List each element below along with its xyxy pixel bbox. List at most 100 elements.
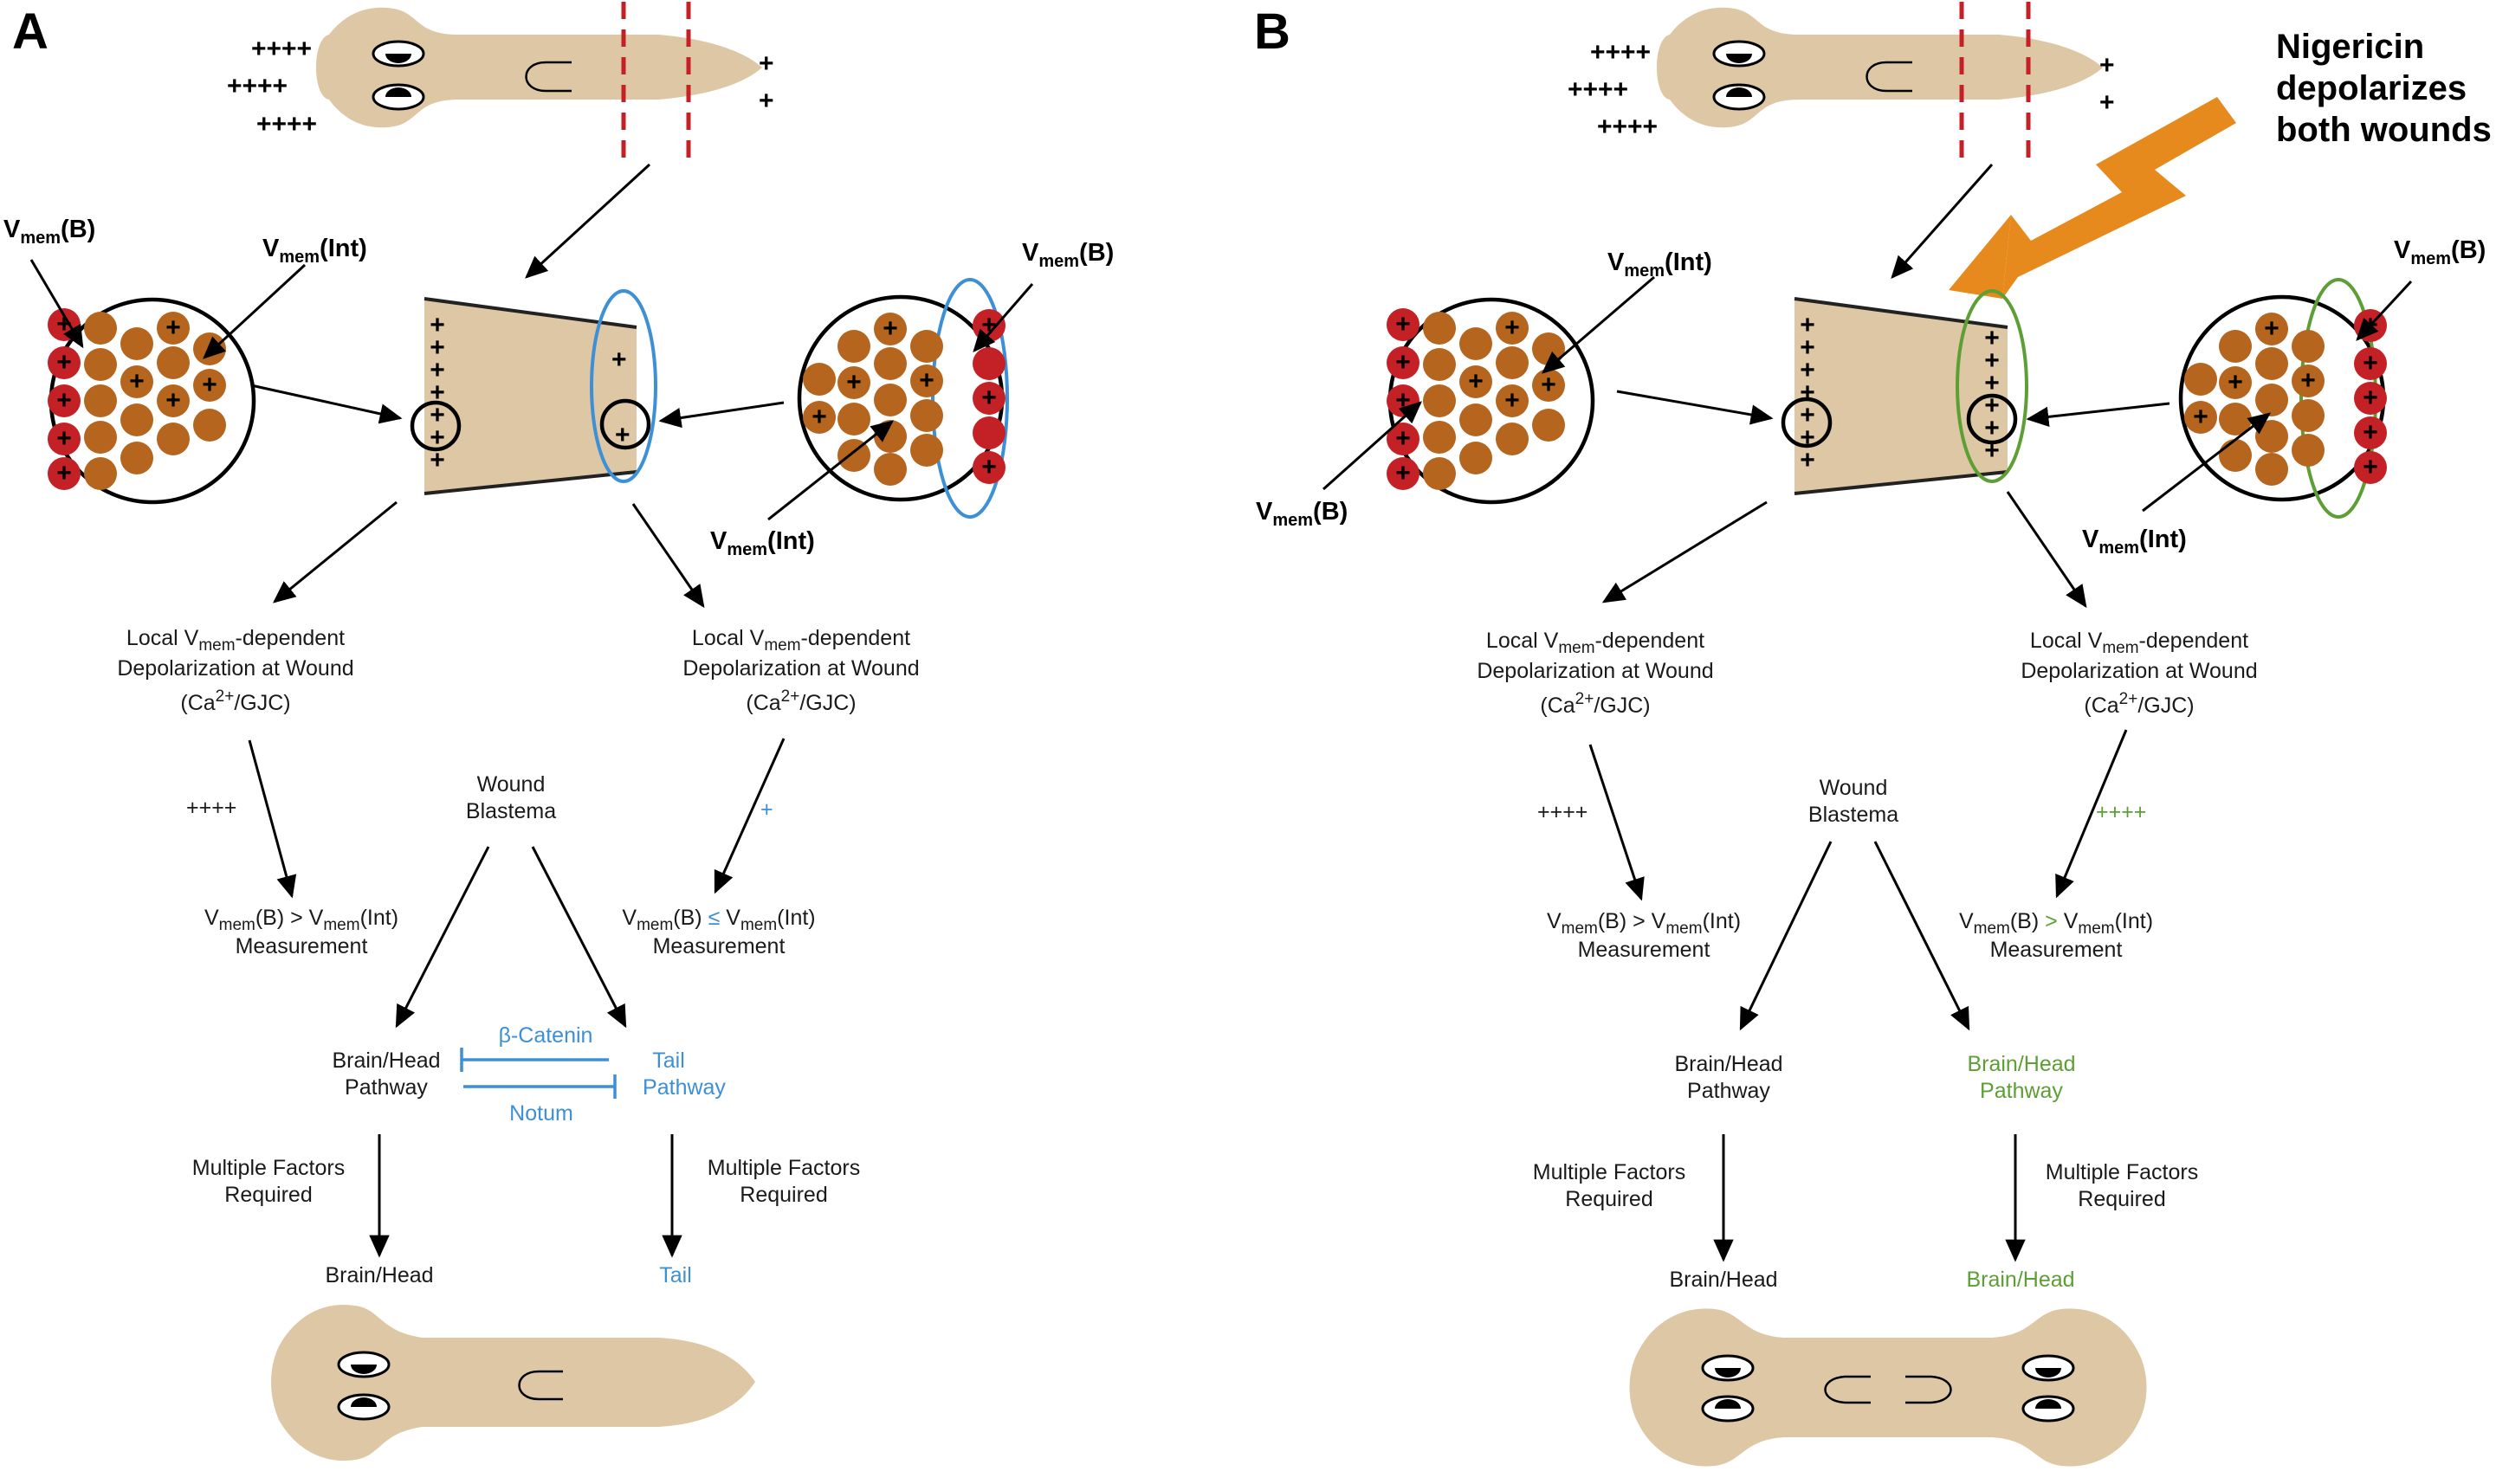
cell bbox=[1423, 457, 1456, 490]
cell bbox=[1387, 457, 1419, 490]
vmem-int-label-b-right: Vmem(Int) bbox=[2082, 526, 2187, 558]
cell-charge: + bbox=[56, 459, 72, 487]
cell bbox=[1423, 384, 1456, 417]
pathway-left-a-line2: Pathway bbox=[345, 1075, 428, 1100]
arrows-a bbox=[29, 163, 1034, 1258]
fragment-body bbox=[1794, 299, 2008, 494]
cell-cluster-left-a: +++++++++ bbox=[48, 297, 256, 505]
cell bbox=[803, 401, 836, 434]
measurement-right-a: Vmem(B) ≤ Vmem(Int) Measurement bbox=[622, 906, 815, 958]
outcome-left-b: Brain/Head bbox=[1669, 1268, 1777, 1292]
charge: + bbox=[1984, 369, 2000, 397]
cell-charge: + bbox=[165, 313, 181, 342]
panel-b-label: B bbox=[1254, 3, 1290, 60]
signal-right-a: + bbox=[760, 797, 773, 822]
cell bbox=[84, 384, 117, 417]
cell bbox=[2255, 313, 2288, 345]
cell bbox=[973, 451, 1006, 484]
svg-text:Vmem(B) > Vmem(Int): Vmem(B) > Vmem(Int) bbox=[1959, 909, 2153, 938]
cell-charge: + bbox=[1395, 348, 1411, 377]
cell bbox=[2354, 416, 2387, 449]
arrows-b bbox=[1322, 164, 2413, 1262]
cell-charge: + bbox=[2228, 368, 2243, 397]
arrow bbox=[2006, 491, 2087, 609]
cell bbox=[48, 384, 81, 417]
cell bbox=[1387, 308, 1419, 341]
cell bbox=[910, 399, 943, 432]
svg-text:Vmem(B): Vmem(B) bbox=[2394, 236, 2486, 268]
cell-charge: + bbox=[2363, 418, 2378, 447]
wound-label-a: Wound bbox=[477, 772, 546, 797]
pupil bbox=[385, 54, 411, 63]
cell-charge: + bbox=[1504, 313, 1520, 342]
nigericin-label: Nigericin bbox=[2276, 28, 2424, 66]
planarian-body bbox=[1657, 7, 2103, 128]
cell bbox=[84, 348, 117, 381]
cell-charge: + bbox=[56, 424, 72, 453]
cell bbox=[1423, 421, 1456, 454]
planarian-top-b: ++++ ++++ ++++ + + bbox=[1568, 2, 2115, 160]
cell bbox=[84, 457, 117, 490]
cell bbox=[910, 434, 943, 467]
cell bbox=[2354, 347, 2387, 380]
cell-cluster-left-b: +++++++++ bbox=[1387, 297, 1595, 505]
planarian-top-a: ++++ ++++ ++++ + + bbox=[227, 2, 774, 160]
pathway-right-b-line2: Pathway bbox=[1980, 1079, 2063, 1103]
cell bbox=[120, 403, 153, 436]
outcome-right-b: Brain/Head bbox=[1966, 1268, 2074, 1292]
arrow bbox=[2055, 729, 2128, 899]
vmem-b-label-b-right: Vmem(B) bbox=[2394, 236, 2486, 268]
planarian-body bbox=[1629, 1308, 2147, 1467]
vmem-int-label-b-left: Vmem(Int) bbox=[1607, 248, 1712, 281]
bolt-shape bbox=[2002, 97, 2236, 299]
cell bbox=[2184, 363, 2217, 396]
tail-charge: + bbox=[2099, 51, 2115, 80]
factors-right-b-line2: Required bbox=[2078, 1187, 2165, 1211]
measurement-right-b: Vmem(B) > Vmem(Int) Measurement bbox=[1959, 909, 2153, 962]
cell bbox=[837, 330, 870, 363]
cell bbox=[2292, 434, 2325, 467]
factors-right-a-line2: Required bbox=[740, 1183, 827, 1207]
arrow bbox=[1322, 401, 1422, 491]
svg-text:Vmem(B): Vmem(B) bbox=[1022, 239, 1114, 271]
svg-text:Measurement: Measurement bbox=[1990, 938, 2123, 962]
svg-text:Vmem(B): Vmem(B) bbox=[1256, 498, 1348, 530]
cell bbox=[837, 366, 870, 399]
cell bbox=[837, 439, 870, 472]
arrow bbox=[272, 500, 398, 603]
cell-charge: + bbox=[812, 403, 827, 431]
cell-charge: + bbox=[2300, 366, 2316, 395]
local-depol-right-a: Local Vmem-dependent Depolarization at W… bbox=[682, 626, 919, 715]
vmem-b-label-a-right: Vmem(B) bbox=[1022, 239, 1114, 271]
cell bbox=[973, 382, 1006, 415]
signal-left-a: ++++ bbox=[186, 796, 236, 820]
charge: + bbox=[430, 401, 445, 429]
svg-text:Local Vmem-dependent: Local Vmem-dependent bbox=[126, 626, 345, 655]
cell bbox=[1496, 423, 1529, 455]
signal-left-b: ++++ bbox=[1537, 800, 1588, 824]
pharynx bbox=[525, 61, 572, 93]
cell bbox=[1423, 348, 1456, 381]
pathway-right-a: Tail bbox=[652, 1048, 685, 1073]
svg-text:Vmem(Int): Vmem(Int) bbox=[710, 527, 815, 559]
cell-charge: + bbox=[981, 384, 997, 412]
cell-charge: + bbox=[56, 348, 72, 377]
local-depol-right-b: Local Vmem-dependent Depolarization at W… bbox=[2021, 629, 2257, 718]
trunk-fragment-b: +++++++ ++++++ bbox=[1781, 289, 2028, 495]
cell-charge: + bbox=[1468, 367, 1484, 396]
cell-charge: + bbox=[1395, 310, 1411, 339]
pharynx bbox=[1824, 1375, 1871, 1404]
factors-left-a-line2: Required bbox=[224, 1183, 312, 1207]
arrow bbox=[1601, 500, 1768, 603]
head-charge: ++++ bbox=[1590, 38, 1651, 67]
svg-text:Vmem(Int): Vmem(Int) bbox=[2082, 526, 2187, 558]
pharynx bbox=[1866, 61, 1912, 93]
measurement-left-a: Vmem(B) > Vmem(Int) Measurement bbox=[204, 906, 398, 958]
cell bbox=[2219, 439, 2252, 472]
outcome-left-a: Brain/Head bbox=[325, 1263, 433, 1287]
cell bbox=[874, 453, 907, 486]
cell-charge: + bbox=[1504, 386, 1520, 415]
cell bbox=[48, 423, 81, 455]
cell-charge: + bbox=[1395, 386, 1411, 415]
fragment-edge bbox=[1794, 470, 2008, 495]
